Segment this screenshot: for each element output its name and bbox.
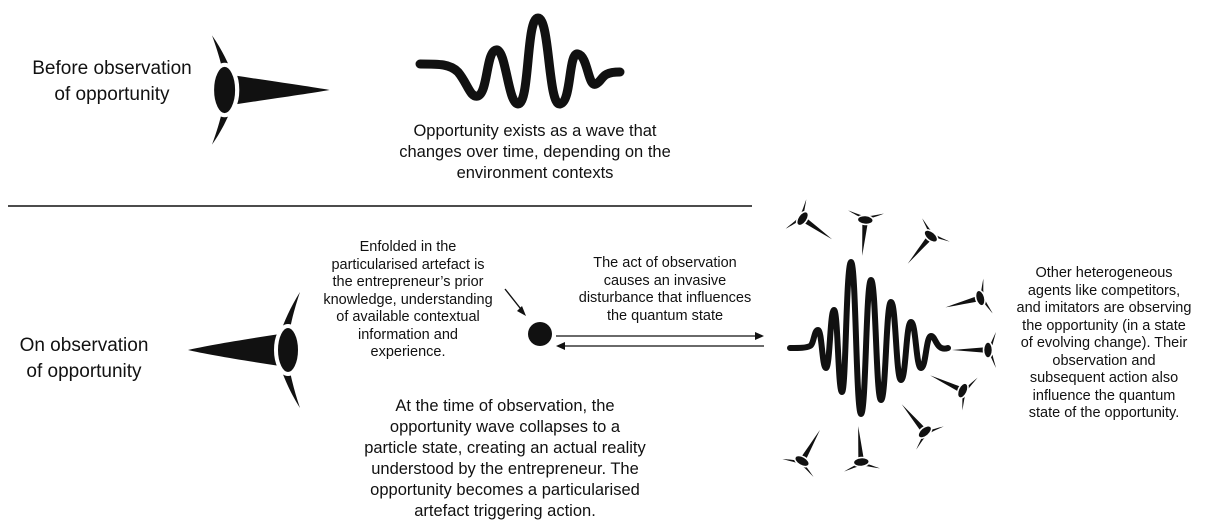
- interaction-arrows: [556, 332, 764, 350]
- wave-caption: Opportunity exists as a wave that change…: [399, 122, 671, 182]
- agent-eye-icon: [893, 217, 951, 277]
- pointer-arrow: [504, 288, 526, 316]
- opportunity-wave-top: [415, 13, 625, 109]
- agent-eye-icon: [940, 277, 994, 326]
- collapse-note: At the time of observation, the opportun…: [364, 397, 646, 520]
- enfolded-note: Enfolded in the particularised artefact …: [323, 239, 493, 360]
- agent-eye-icon: [921, 358, 979, 412]
- observer-eye-icon-bottom: [188, 292, 302, 408]
- agent-eye-icon: [951, 331, 997, 369]
- agent-eye-icon: [843, 209, 885, 259]
- particle-dot: [528, 322, 552, 346]
- observer-eye-icon-top: [209, 35, 330, 145]
- on-observation-label: On observation of opportunity: [19, 335, 149, 382]
- agent-eye-icon: [887, 391, 945, 451]
- other-agents-note: Other heterogeneous agents like competit…: [1016, 265, 1192, 421]
- agent-eye-icon: [839, 423, 881, 473]
- agent-eye-icon: [781, 420, 837, 478]
- opportunity-wave-bottom: [787, 259, 951, 417]
- agent-eye-icon: [784, 198, 844, 255]
- before-observation-label: Before observation of opportunity: [32, 58, 192, 105]
- act-of-observation-note: The act of observation causes an invasiv…: [578, 255, 752, 324]
